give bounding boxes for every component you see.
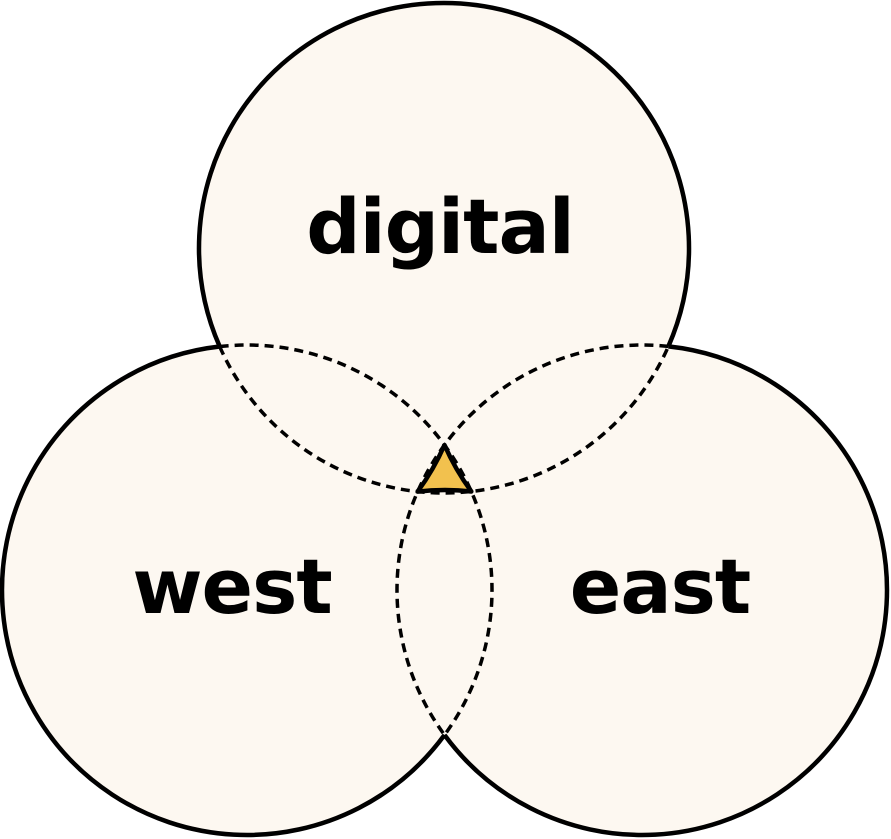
west-outline: [0, 344, 447, 838]
center-intersection-region: [415, 442, 474, 494]
set-label-west: west: [132, 542, 331, 631]
digital-inner-arc: [218, 345, 670, 495]
east-inner-arc: [395, 343, 669, 737]
set-label-east: east: [570, 542, 750, 631]
set-circle-fill-east: [397, 345, 887, 835]
set-label-digital: digital: [306, 182, 574, 271]
east-outline: [442, 344, 890, 838]
set-circle-fill-west: [2, 345, 492, 835]
west-inner-arc: [219, 343, 494, 737]
digital-outline: [196, 0, 692, 348]
